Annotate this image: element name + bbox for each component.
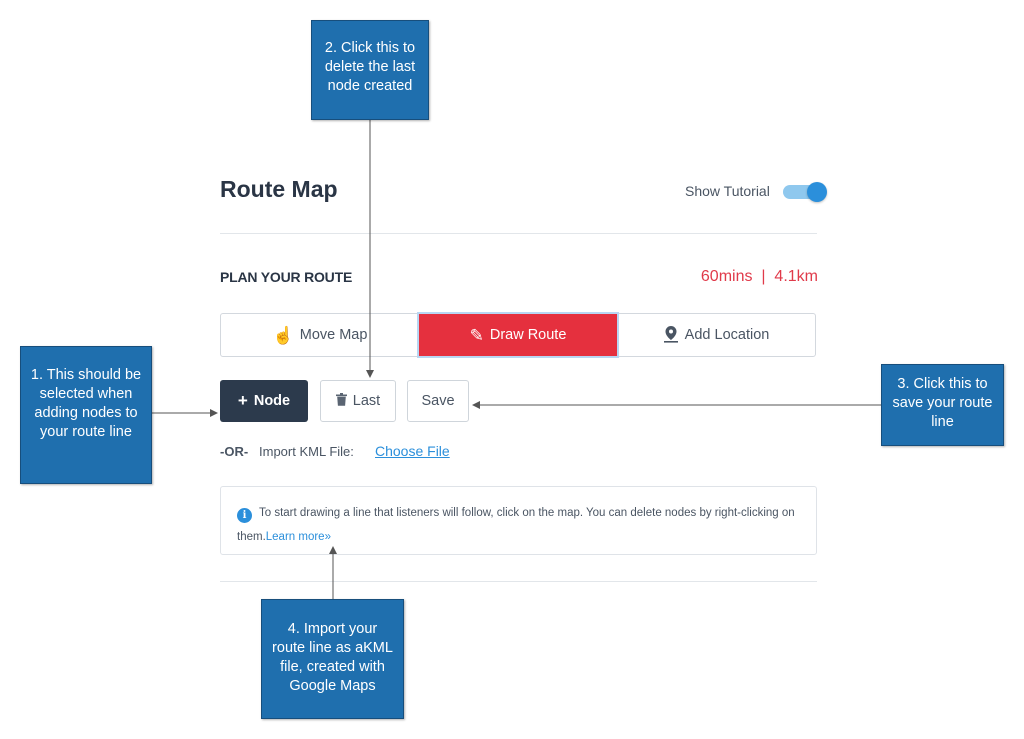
pencil-icon: ✎ (469, 325, 484, 345)
divider (220, 233, 817, 234)
hand-pointer-icon: ☝ (272, 325, 294, 345)
divider-bottom (220, 581, 817, 582)
node-label: Node (253, 393, 291, 409)
save-label: Save (421, 393, 455, 409)
import-label: Import KML File: (259, 444, 354, 459)
add-location-button[interactable]: Add Location (617, 314, 815, 356)
callout-save: 3. Click this to save your route line (881, 364, 1004, 446)
import-row: -OR- Import KML File: (220, 444, 354, 459)
plan-heading: PLAN YOUR ROUTE (220, 269, 353, 285)
route-stats: 60mins | 4.1km (700, 268, 818, 285)
plus-icon: + (237, 391, 248, 410)
save-button[interactable]: Save (407, 380, 469, 422)
delete-last-button[interactable]: Last (320, 380, 396, 422)
draw-route-button[interactable]: ✎ Draw Route (417, 312, 619, 358)
callout-node: 1. This should be selected when adding n… (20, 346, 152, 484)
last-label: Last (352, 393, 381, 409)
info-icon: i (237, 508, 252, 523)
mode-selector: ☝ Move Map ✎ Draw Route Add Location (220, 312, 816, 358)
add-node-button[interactable]: + Node (220, 380, 308, 422)
add-location-label: Add Location (684, 327, 770, 343)
callout-import: 4. Import your route line as aKML file, … (261, 599, 404, 719)
tutorial-toggle[interactable] (783, 182, 827, 202)
tutorial-label: Show Tutorial (685, 183, 770, 199)
callout-delete-last: 2. Click this to delete the last node cr… (311, 20, 429, 120)
draw-route-label: Draw Route (489, 327, 567, 343)
map-pin-icon (663, 325, 679, 346)
learn-more-link[interactable]: Learn more» (265, 531, 331, 543)
toggle-knob (807, 182, 827, 202)
trash-icon (335, 392, 347, 410)
move-map-label: Move Map (299, 327, 368, 343)
choose-file-link[interactable]: Choose File (375, 443, 450, 459)
or-label: -OR- (220, 444, 249, 459)
page-title: Route Map (220, 176, 338, 202)
info-text: To start drawing a line that listeners w… (237, 507, 795, 543)
move-map-button[interactable]: ☝ Move Map (221, 314, 419, 356)
